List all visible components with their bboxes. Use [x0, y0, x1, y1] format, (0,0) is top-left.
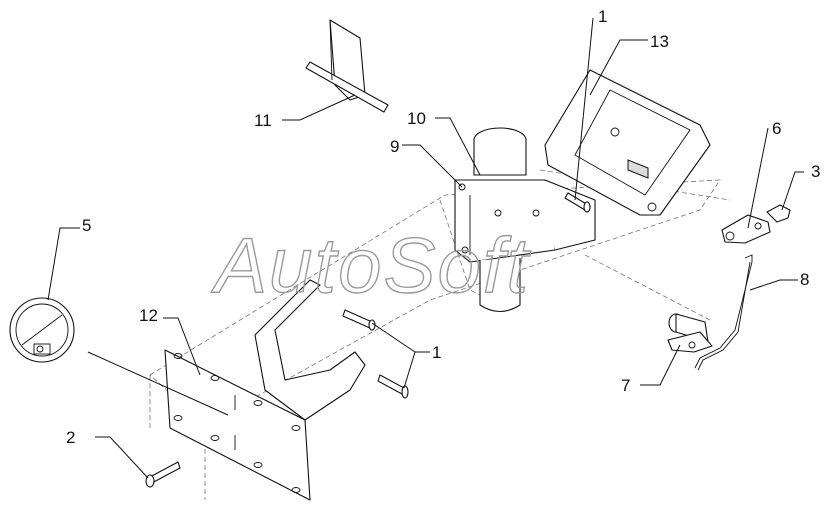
autosoft-watermark: AutoSoft: [211, 221, 532, 309]
callout-8: 8: [800, 270, 809, 289]
callout-13: 13: [650, 32, 669, 51]
part-1-screw-upper: [564, 192, 591, 213]
part-2-screw: [145, 461, 181, 488]
part-8-rod: [694, 254, 753, 371]
callout-9: 9: [390, 137, 399, 156]
callout-7: 7: [621, 376, 630, 395]
part-5-sign: [9, 297, 75, 363]
callout-1-lower: 1: [432, 343, 441, 362]
part-13-cover: [544, 69, 711, 216]
callout-11: 11: [254, 111, 272, 130]
part-7-sleeve: [667, 313, 713, 353]
callout-3: 3: [811, 162, 820, 181]
part-1-screws-lower: [342, 309, 409, 399]
part-3-bolt: [766, 204, 791, 223]
callout-6: 6: [772, 119, 781, 138]
callout-2: 2: [66, 428, 75, 447]
callout-1-top: 1: [598, 7, 607, 26]
callout-labels: 1 13 6 3 8 7 1 11 10 9 5 12 2: [66, 7, 820, 447]
part-11-bracket: [305, 19, 389, 113]
part-6-clamp: [721, 214, 771, 244]
plate-slots: [173, 353, 301, 493]
callout-5: 5: [82, 216, 91, 235]
callout-12: 12: [139, 306, 158, 325]
leader-lines: [47, 17, 804, 479]
part-12-mounting-plate: [164, 279, 366, 501]
part-10-column: [454, 127, 596, 313]
callout-10: 10: [407, 109, 426, 128]
